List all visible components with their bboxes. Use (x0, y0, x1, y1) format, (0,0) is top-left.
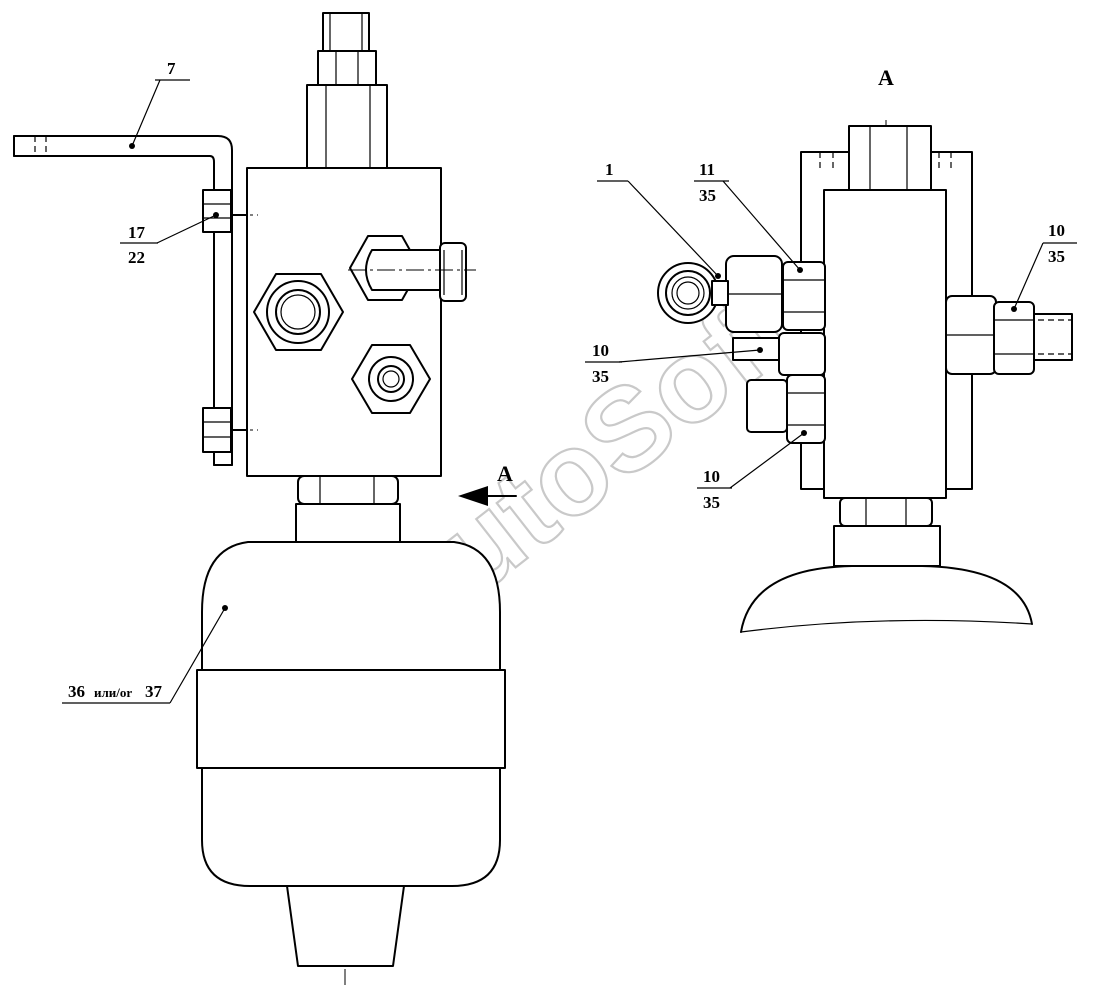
top-fitting-thread (322, 12, 370, 52)
top-hex-nut (317, 50, 377, 86)
label-37: 37 (145, 682, 163, 701)
label-7: 7 (167, 59, 176, 78)
right-valve-body (823, 189, 947, 499)
bolt-lower (202, 407, 232, 453)
right-top-stem (848, 125, 932, 191)
label-36: 36 (68, 682, 85, 701)
top-fitting-body (306, 84, 388, 169)
label-11: 11 (699, 160, 715, 179)
leader-36-37: 36 или/or 37 (62, 605, 228, 704)
label-35-right: 35 (1048, 247, 1065, 266)
lower-tube (746, 379, 788, 433)
left-view: A (13, 12, 517, 985)
bolt-upper (202, 189, 232, 233)
leader-11-35: 11 35 (694, 160, 803, 273)
port-small-hex (351, 344, 431, 414)
right-accumulator-top (740, 565, 1033, 633)
bracket-7-inner (13, 155, 215, 466)
leader-1: 1 (597, 160, 721, 279)
view-arrow-label: A (497, 461, 513, 486)
label-35-low: 35 (703, 493, 720, 512)
right-bottom-neck (833, 525, 941, 567)
label-10-low: 10 (703, 467, 720, 486)
right-bottom-nut (839, 497, 933, 527)
label-10-mid: 10 (592, 341, 609, 360)
leader-10-35-mid: 10 35 (585, 341, 763, 386)
label-22: 22 (128, 248, 145, 267)
leader-7: 7 (129, 59, 190, 149)
lower-hex (786, 374, 826, 444)
label-10-right: 10 (1048, 221, 1065, 240)
view-a-title: A (878, 65, 894, 90)
port-large-hex (253, 273, 344, 351)
accumulator-bottom (286, 885, 405, 967)
label-35-a: 35 (699, 186, 716, 205)
right-port-hex (993, 301, 1035, 375)
middle-tube (732, 337, 780, 361)
right-view: A (657, 65, 1073, 633)
label-1: 1 (605, 160, 614, 179)
accumulator-band (196, 669, 506, 769)
elbow-pipe (365, 249, 441, 291)
label-or: или/or (94, 685, 132, 700)
leader-10-35-right: 10 35 (1011, 221, 1077, 312)
view-arrow-head (458, 486, 488, 506)
left-upper-hex (782, 261, 826, 331)
middle-hex (778, 332, 826, 376)
lower-neck (295, 503, 401, 543)
label-17: 17 (128, 223, 146, 242)
lower-nut (297, 475, 399, 505)
bracket-7 (13, 135, 233, 466)
elbow-nut (439, 242, 467, 302)
label-35-mid: 35 (592, 367, 609, 386)
right-port-thread (1033, 313, 1073, 361)
leader-10-35-low: 10 35 (697, 430, 807, 512)
leader-17-22: 17 22 (120, 212, 219, 267)
